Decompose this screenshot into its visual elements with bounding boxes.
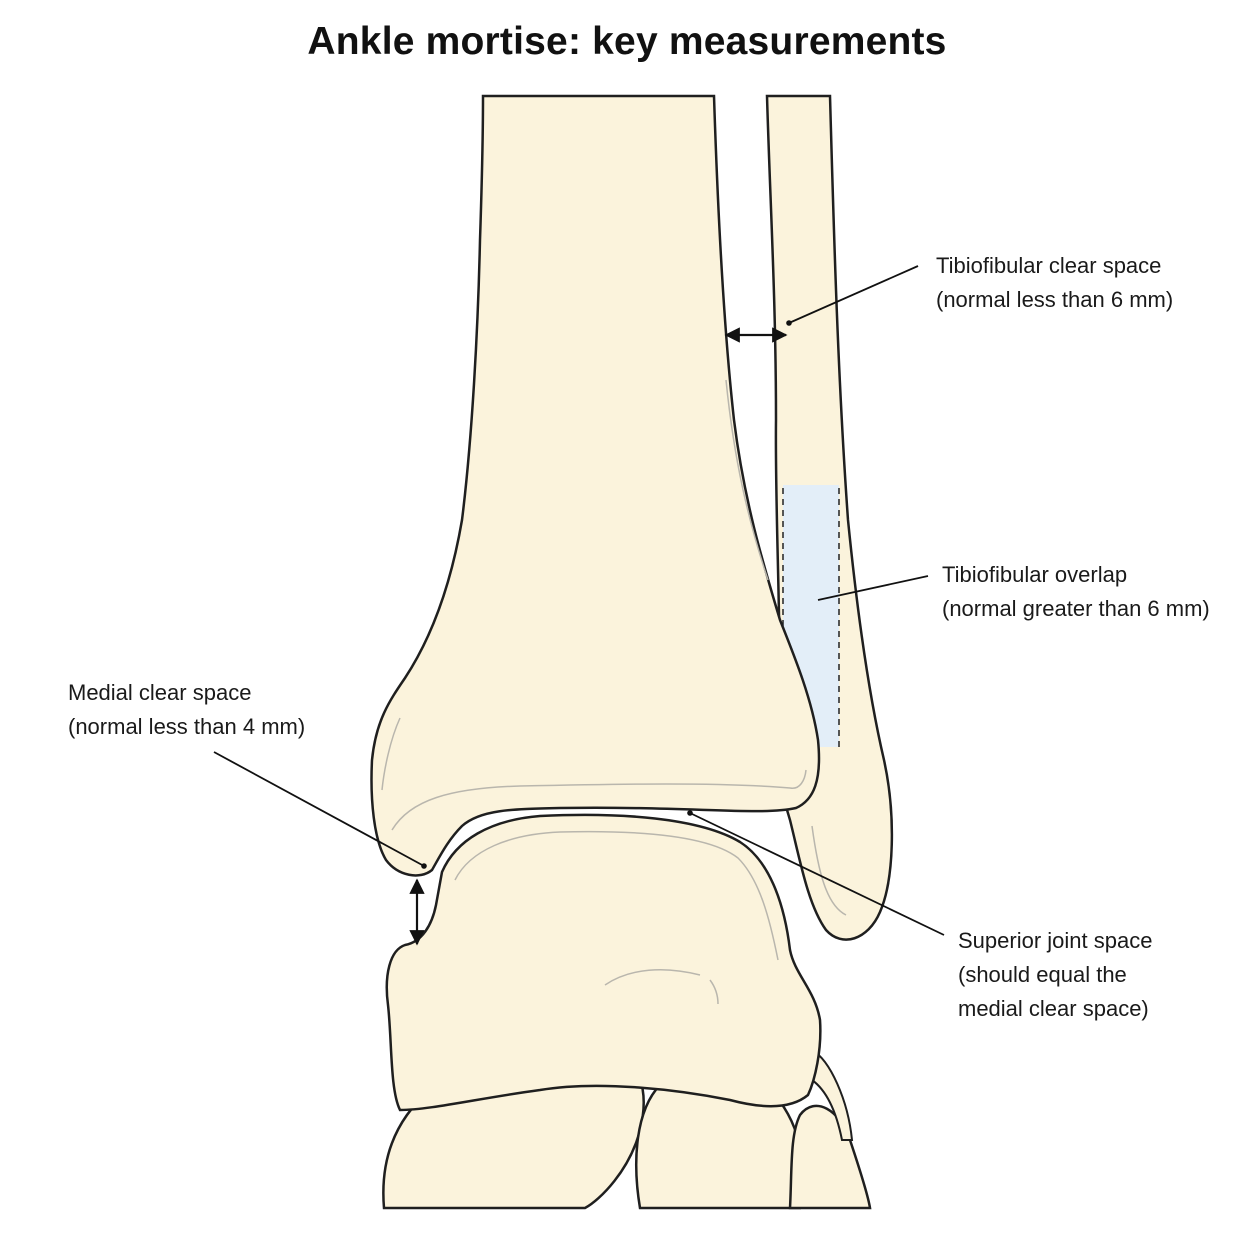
tibiofibular-clear-space-label: Tibiofibular clear space (normal less th…: [936, 249, 1173, 317]
superior-joint-space-dot: [687, 810, 693, 816]
talus-bone: [385, 813, 822, 1112]
superior-joint-space-note-line2: medial clear space): [958, 996, 1149, 1021]
tibiofibular-overlap-leader: [817, 575, 929, 601]
lateral-foot-bone: [811, 1048, 854, 1141]
tibia-inner-contour: [381, 717, 807, 831]
tibia-bone: [370, 94, 821, 877]
talus-inner-contour: [454, 830, 779, 1005]
fibula-inner-contour: [811, 825, 847, 916]
tibiofibular-overlap-note: (normal greater than 6 mm): [942, 596, 1210, 621]
tibiofibular-clear-space-leader: [788, 265, 919, 324]
medial-clear-space-leader: [213, 751, 425, 867]
tibiofibular-clear-space-name: Tibiofibular clear space: [936, 253, 1162, 278]
medial-clear-space-name: Medial clear space: [68, 680, 252, 705]
tibiofibular-overlap-label: Tibiofibular overlap (normal greater tha…: [942, 558, 1210, 626]
medial-clear-space-dot: [421, 863, 427, 869]
medial-clear-space-note: (normal less than 4 mm): [68, 714, 306, 739]
superior-joint-space-leader: [689, 812, 945, 936]
tibiofibular-overlap-name: Tibiofibular overlap: [942, 562, 1128, 587]
tibiofibular-clear-space-note: (normal less than 6 mm): [936, 287, 1174, 312]
medial-clear-space-label: Medial clear space (normal less than 4 m…: [68, 676, 305, 744]
calcaneus-bone: [788, 1104, 872, 1210]
superior-joint-space-note-line1: (should equal the: [958, 962, 1127, 987]
superior-joint-space-name: Superior joint space: [958, 928, 1153, 953]
tibia-shaft-contour: [725, 379, 769, 581]
diagram-title: Ankle mortise: key measurements: [307, 20, 947, 63]
tibiofibular-clear-space-dot: [786, 320, 792, 326]
superior-joint-space-label: Superior joint space (should equal the m…: [958, 924, 1152, 1026]
